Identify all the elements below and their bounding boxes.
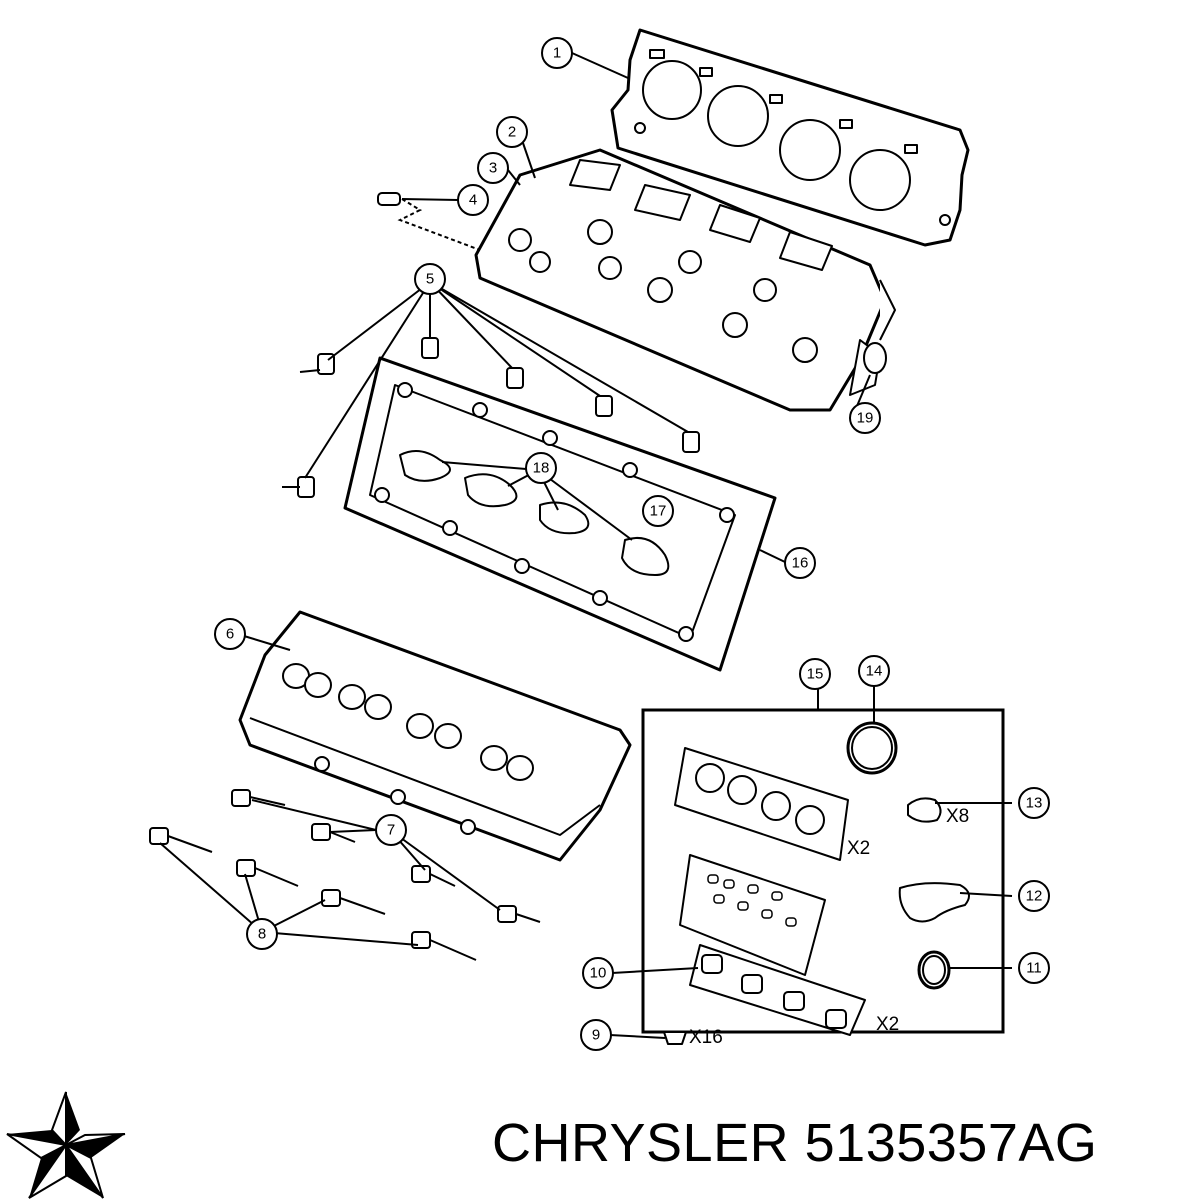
svg-text:1: 1 <box>553 45 561 62</box>
callout-18: 18 <box>525 452 557 484</box>
part-caption: CHRYSLER 5135357AG <box>492 1112 1097 1174</box>
callout-13: 13 <box>1018 787 1050 819</box>
svg-text:19: 19 <box>857 410 874 427</box>
svg-text:17: 17 <box>650 503 667 520</box>
qty-exhaust-gasket: X2 <box>876 1014 899 1035</box>
callout-7: 7 <box>375 814 407 846</box>
svg-text:12: 12 <box>1026 888 1043 905</box>
gasket-kit-box <box>641 708 1005 1045</box>
part-number: 5135357AG <box>804 1113 1098 1173</box>
svg-text:5: 5 <box>426 271 434 288</box>
callout-14: 14 <box>858 655 890 687</box>
svg-text:15: 15 <box>807 666 824 683</box>
svg-text:16: 16 <box>792 555 809 572</box>
svg-text:10: 10 <box>590 965 607 982</box>
callout-17: 17 <box>642 495 674 527</box>
callout-9: 9 <box>580 1019 612 1051</box>
callout-8: 8 <box>246 918 278 950</box>
callout-5: 5 <box>414 263 446 295</box>
svg-text:7: 7 <box>387 822 395 839</box>
svg-text:11: 11 <box>1026 960 1042 977</box>
svg-text:3: 3 <box>489 160 497 177</box>
pentastar-icon <box>6 1091 126 1199</box>
svg-text:14: 14 <box>866 663 883 680</box>
callout-1: 1 <box>541 37 573 69</box>
svg-text:13: 13 <box>1026 795 1043 812</box>
callout-19: 19 <box>849 402 881 434</box>
head-gasket-part <box>610 28 970 247</box>
qty-head-gasket: X2 <box>847 838 870 859</box>
callout-4: 4 <box>457 184 489 216</box>
callout-6: 6 <box>214 618 246 650</box>
brand-name: CHRYSLER <box>492 1113 790 1173</box>
valve-cover-gasket-part <box>343 356 777 672</box>
svg-text:6: 6 <box>226 626 234 643</box>
callout-10: 10 <box>582 957 614 989</box>
callout-12: 12 <box>1018 880 1050 912</box>
svg-text:9: 9 <box>592 1027 600 1044</box>
svg-text:18: 18 <box>533 460 550 477</box>
chrysler-pentastar-logo <box>6 1091 126 1199</box>
cylinder-head-part <box>474 148 896 412</box>
callout-11: 11 <box>1018 952 1050 984</box>
qty-seal: X16 <box>689 1027 723 1048</box>
svg-text:8: 8 <box>258 926 266 943</box>
callout-2: 2 <box>496 116 528 148</box>
svg-text:4: 4 <box>469 192 477 209</box>
dowel-pin-part <box>377 192 481 251</box>
bolts-part <box>149 789 541 961</box>
callout-3: 3 <box>477 152 509 184</box>
svg-text:2: 2 <box>508 124 516 141</box>
head-cover-part <box>238 610 632 862</box>
callout-16: 16 <box>784 547 816 579</box>
plug-part <box>863 342 887 374</box>
qty-o-ring: X8 <box>946 806 969 827</box>
callout-15: 15 <box>799 658 831 690</box>
